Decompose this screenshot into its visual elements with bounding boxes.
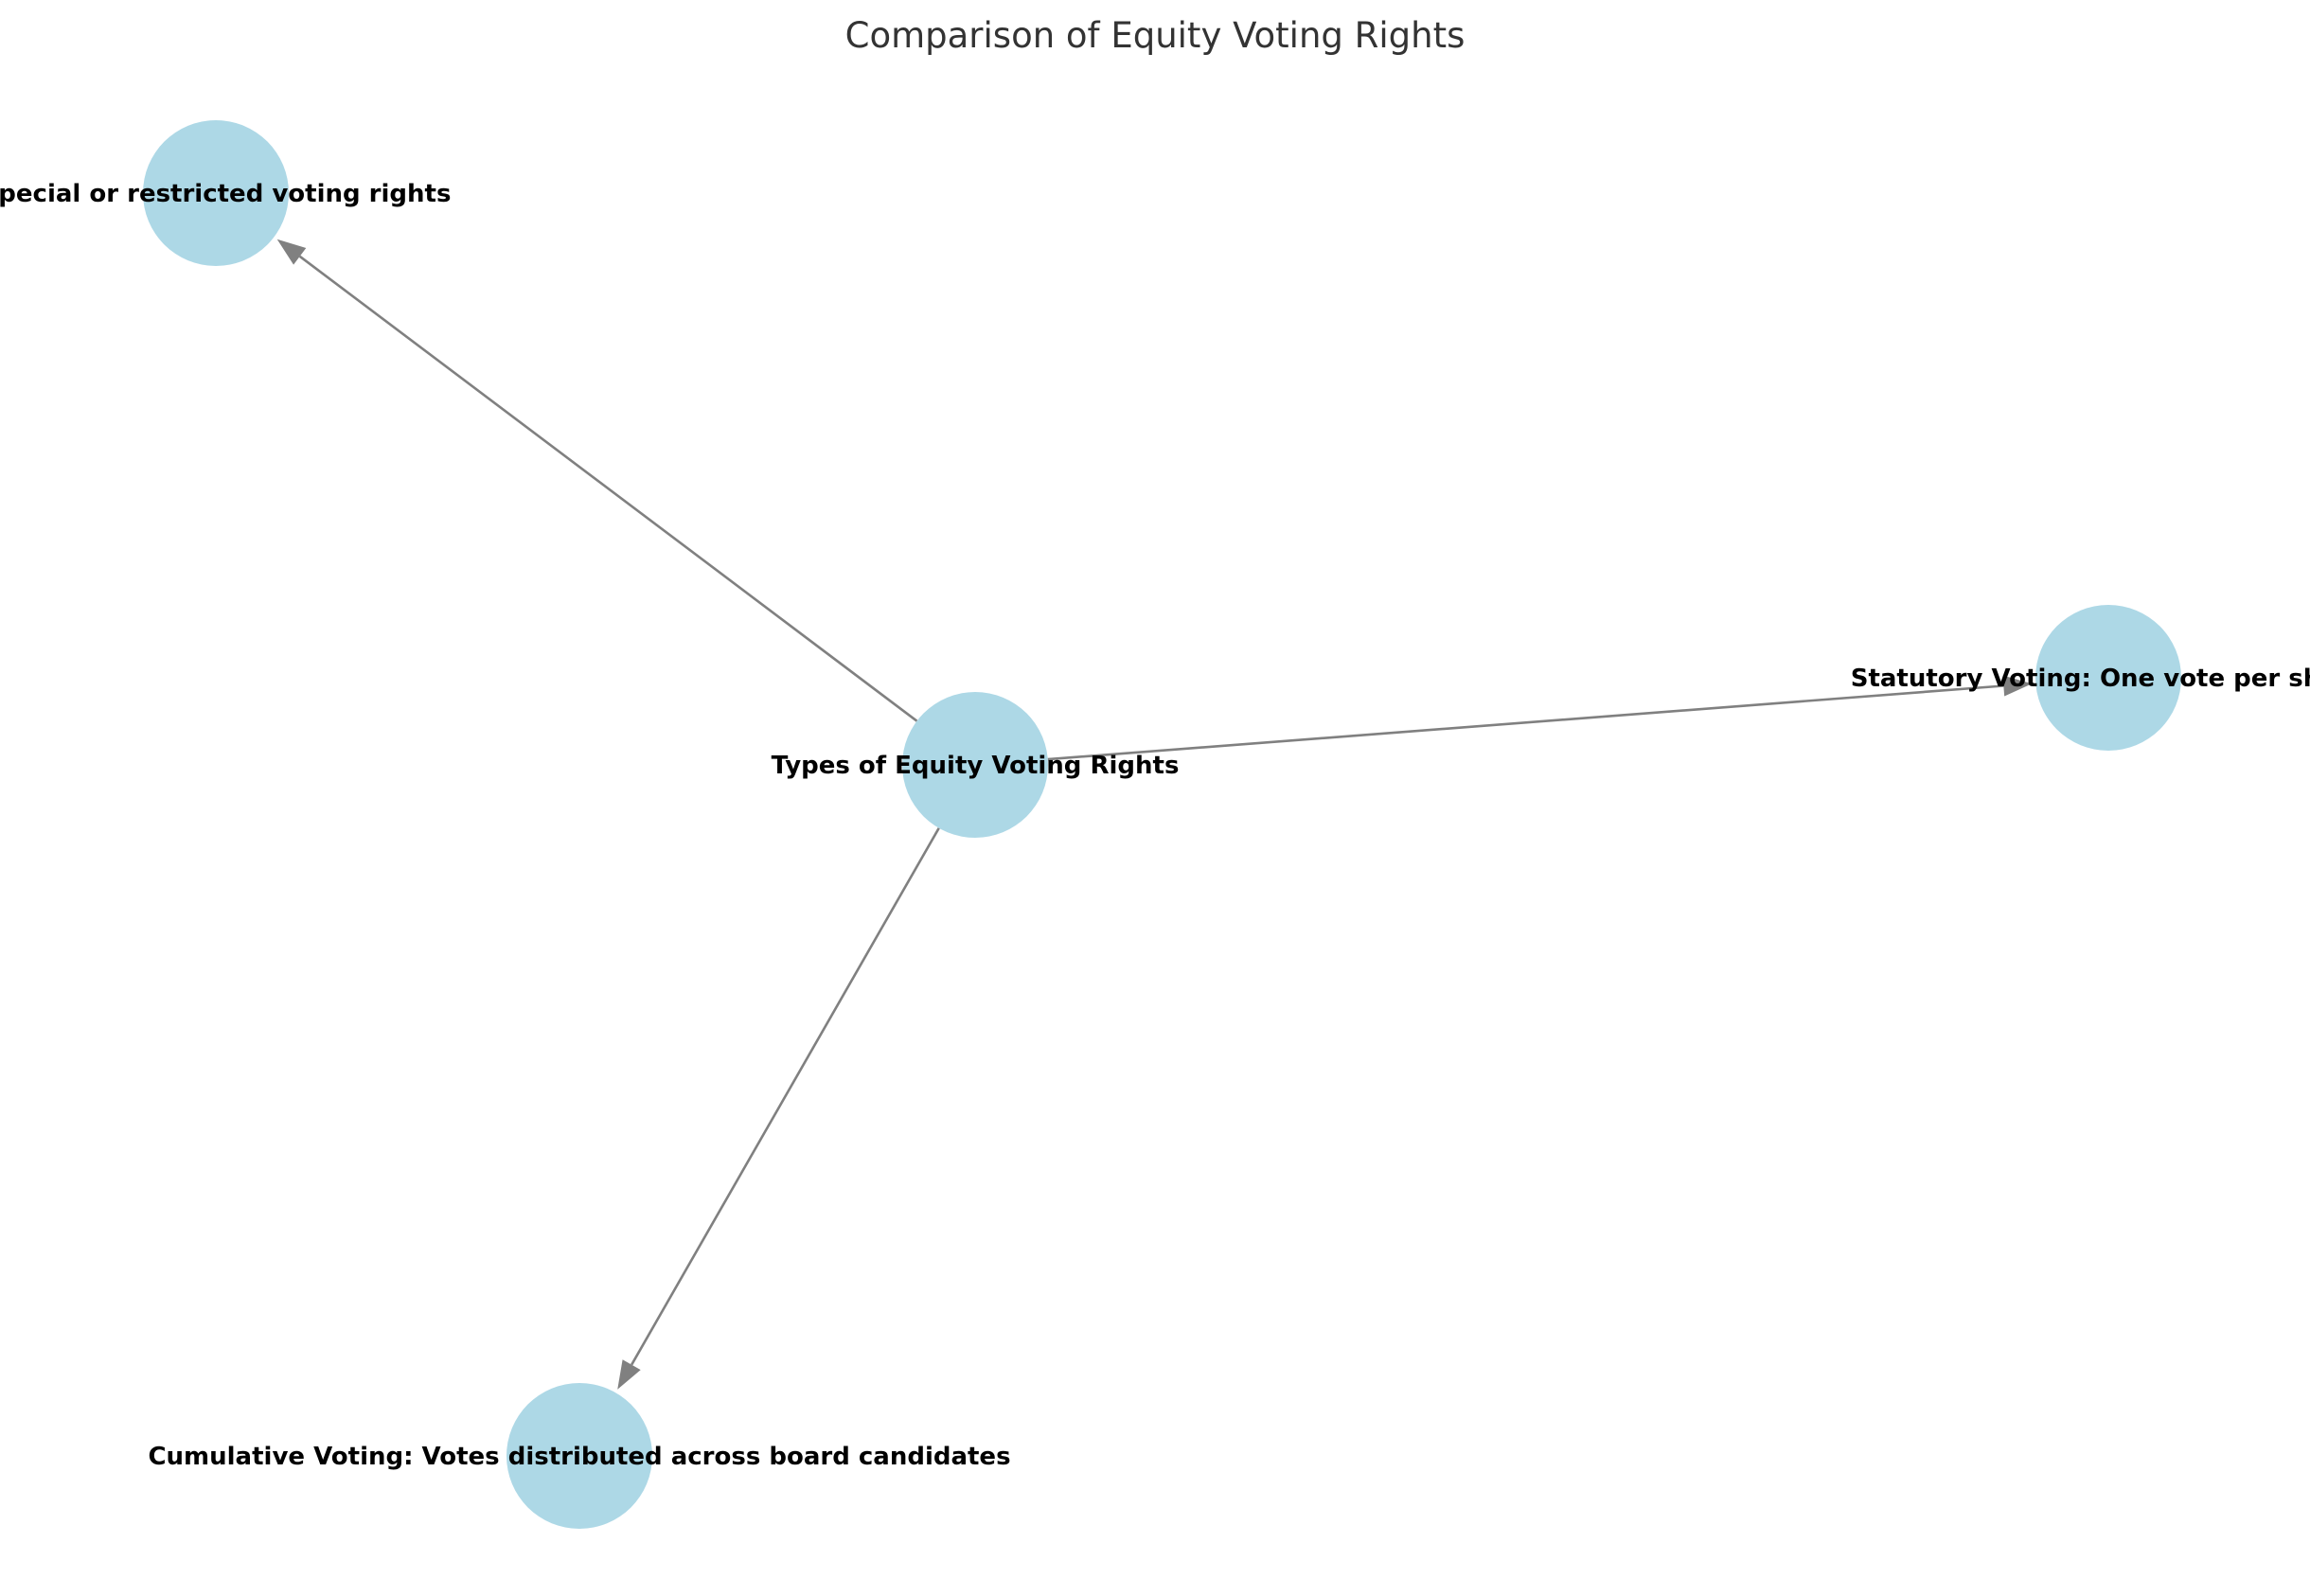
edge-line [298,255,918,722]
edge-line [1047,684,2004,761]
edges-layer [276,239,2033,1390]
node-label-cumulative: Cumulative Voting: Votes distributed acr… [148,1443,1010,1471]
edge-line [631,827,940,1366]
node-label-root: Types of Equity Voting Rights [772,752,1180,780]
edge-arrowhead [276,239,307,265]
edge-root-to-statutory [1047,675,2033,761]
node-statutory [2035,605,2181,751]
node-special [143,120,289,266]
node-label-statutory: Statutory Voting: One vote per share [1851,665,2310,693]
node-circles [143,120,2181,1529]
node-cumulative [506,1383,652,1529]
nodes-layer: Types of Equity Voting Rights Statutory V… [0,120,2310,1529]
node-labels: Types of Equity Voting Rights Statutory V… [0,180,2310,1471]
node-root [902,692,1048,838]
edge-root-to-special [276,239,918,722]
edge-arrowhead [2002,675,2033,697]
edge-arrowhead [617,1359,641,1390]
node-label-special: Special or restricted voting rights [0,180,451,208]
diagram-title: Comparison of Equity Voting Rights [845,15,1466,56]
edge-root-to-cumulative [617,827,940,1390]
